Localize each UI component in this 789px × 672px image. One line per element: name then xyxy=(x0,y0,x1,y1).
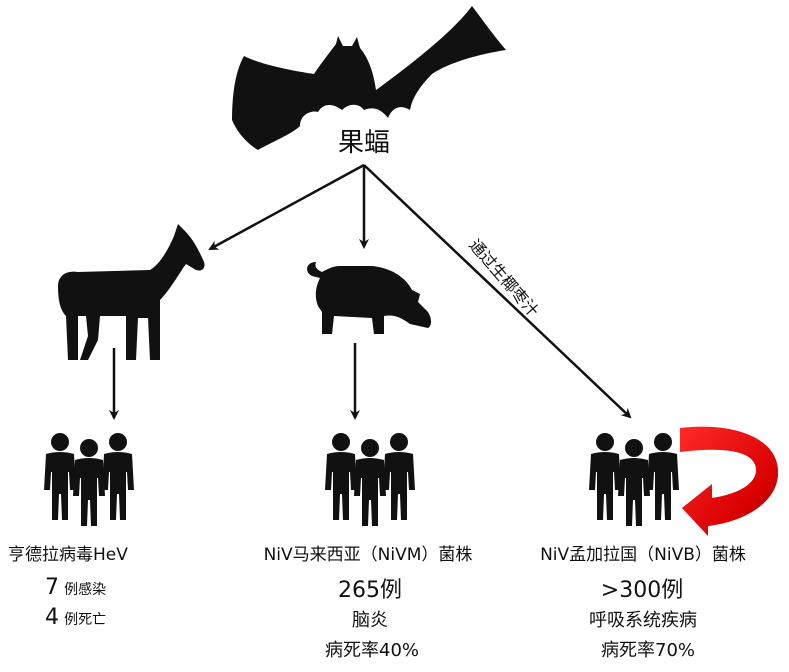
nivb-fatality: 病死率70% xyxy=(600,640,696,661)
nivm-symptom: 脑炎 xyxy=(352,610,388,631)
connector-lines xyxy=(109,163,632,420)
horse-icon xyxy=(58,224,205,360)
group-title-nivm: NiV马来西亚（NiVM）菌株 xyxy=(263,545,473,565)
bat-icon xyxy=(232,6,506,150)
nivb-symptom: 呼吸系统疾病 xyxy=(589,610,697,631)
group-title-nivb: NiV孟加拉国（NiVB）菌株 xyxy=(540,545,746,565)
human-to-human-arrow-icon xyxy=(680,426,779,536)
nivm-fatality: 病死率40% xyxy=(324,640,420,661)
people-group-nivb xyxy=(589,433,679,526)
hev-deaths: 4 例死亡 xyxy=(45,605,106,630)
root-label: 果蝠 xyxy=(337,128,391,158)
hev-cases-text: 例感染 xyxy=(64,582,107,598)
arrow-to-nivb xyxy=(363,164,632,419)
pig-icon xyxy=(307,262,431,334)
hev-cases-number: 7 xyxy=(45,575,59,600)
people-group-hev xyxy=(44,433,134,526)
hev-deaths-number: 4 xyxy=(45,605,59,630)
group-title-hev: 亨德拉病毒HeV xyxy=(8,545,128,565)
arrow-to-horse xyxy=(208,163,365,251)
people-group-nivm xyxy=(325,433,415,526)
hev-cases: 7 例感染 xyxy=(45,575,106,600)
nivm-cases: 265例 xyxy=(338,578,402,603)
nivb-cases: >300例 xyxy=(600,578,684,603)
hev-deaths-text: 例死亡 xyxy=(64,612,107,628)
